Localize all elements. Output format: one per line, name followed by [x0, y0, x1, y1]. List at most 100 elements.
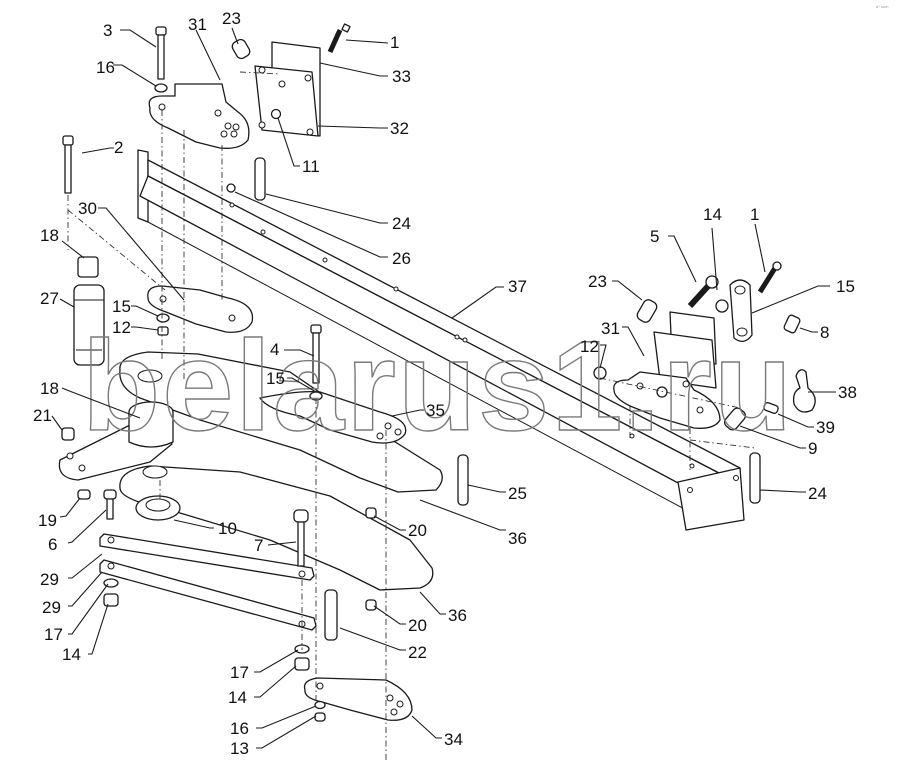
nut-part-13: [314, 712, 326, 722]
bracket-hole: [230, 130, 238, 138]
leader-37: [451, 286, 504, 319]
leader-12-right: [599, 344, 607, 369]
callout-9: 9: [808, 439, 817, 458]
bracket-hole: [376, 432, 384, 440]
bracket-31-top: [148, 83, 250, 149]
leader-36-lower: [419, 591, 446, 615]
washer-part-15-left: [156, 313, 170, 323]
callout-18: 18: [40, 379, 59, 398]
callout-8: 8: [820, 323, 829, 342]
grease-nipple-part-39: [763, 402, 779, 414]
leader-14-right-assy: [711, 227, 718, 291]
bolt-shank: [297, 521, 305, 567]
callout-12: 12: [580, 337, 599, 356]
beam-end-plate-hole: [733, 475, 739, 481]
leader-30: [98, 207, 185, 301]
beam-hole: [229, 202, 235, 208]
callout-36: 36: [508, 529, 527, 548]
callout-29: 29: [40, 570, 59, 589]
callout-16: 16: [96, 58, 115, 77]
bolt-shank: [327, 28, 343, 54]
callout-4: 4: [270, 340, 279, 359]
beam-hole: [689, 463, 695, 469]
leader-5: [668, 235, 697, 283]
callout-21: 21: [33, 406, 52, 425]
bushing-body: [636, 299, 658, 323]
plate-hole: [258, 66, 266, 74]
callout-20: 20: [408, 521, 427, 540]
beam-hole: [260, 229, 266, 235]
nipple-body: [763, 402, 779, 414]
leader-25: [467, 484, 506, 493]
callout-23: 23: [222, 9, 241, 28]
callout-33: 33: [392, 67, 411, 86]
nut-part-20-lower: [365, 599, 377, 611]
leader-24-top: [265, 193, 388, 224]
leader-16: [113, 64, 157, 87]
bushing-part-23-right: [636, 299, 658, 323]
callout-1: 1: [750, 205, 759, 224]
pin-body: [457, 454, 469, 506]
watermark: belarus1.ru: [82, 315, 794, 458]
leader-19: [59, 497, 81, 518]
callout-24: 24: [808, 484, 827, 503]
bracket-part-34: [303, 677, 413, 721]
leader-11: [277, 117, 300, 167]
callout-10: 10: [218, 519, 237, 538]
tie-rod-part-29-upper: [99, 533, 315, 581]
callout-2: 2: [114, 138, 123, 157]
leader-14-left: [88, 603, 109, 655]
lever-bore: [142, 465, 168, 479]
bracket-hole: [390, 708, 398, 716]
bolt-head: [103, 489, 117, 500]
main-beam-part-37: [137, 149, 745, 531]
bolt-shank: [687, 281, 713, 309]
bolt-body: [783, 314, 801, 334]
bracket-hole: [682, 380, 690, 388]
bolt-part-8: [783, 314, 801, 334]
centerline: [67, 209, 166, 291]
rod-hole: [298, 570, 306, 578]
bracket-hole: [232, 123, 240, 131]
nut-part-14-right-assy: [715, 299, 729, 313]
beam-end-plate: [677, 467, 745, 531]
bolt-part-1-top: [327, 23, 351, 54]
lever-plate-part-36-upper: [119, 351, 443, 493]
bolt-shank: [157, 34, 165, 80]
nut-part-14-right: [294, 657, 310, 671]
leader-20-lower: [373, 605, 406, 625]
bushing-part-23-top: [231, 38, 251, 60]
leader-17-right: [254, 649, 299, 673]
callout-22: 22: [408, 643, 427, 662]
bracket-hole: [394, 428, 402, 436]
cap-part-18-top: [77, 256, 99, 278]
bolt-head: [705, 275, 719, 289]
bolt-part-1-right: [757, 261, 782, 294]
bracket-hole: [214, 109, 222, 117]
leader-20-upper: [373, 515, 406, 531]
bracket-hole: [636, 382, 644, 390]
bracket-hole: [396, 700, 404, 708]
leader-13: [256, 715, 317, 749]
callout-30: 30: [78, 199, 97, 218]
leader-23-top: [231, 27, 239, 45]
bushing-part-27: [73, 284, 105, 366]
plate-part-30: [147, 285, 254, 333]
bracket-hole: [386, 694, 394, 702]
bolt-part-5: [687, 275, 719, 309]
washer-part-16: [154, 83, 168, 93]
callout-15: 15: [266, 369, 285, 388]
callout-29: 29: [42, 598, 61, 617]
bushing-body: [73, 284, 105, 366]
bracket-hole: [158, 103, 166, 111]
nut-part-12-left: [157, 326, 169, 336]
leader-4: [284, 349, 315, 357]
bracket-hole: [696, 406, 704, 414]
callout-3: 3: [103, 21, 112, 40]
leader-15-mid: [287, 377, 317, 393]
plate-part-32-33: [254, 41, 321, 137]
bolt-shank: [106, 498, 114, 520]
leader-2: [81, 147, 114, 154]
callout-37: 37: [508, 277, 527, 296]
